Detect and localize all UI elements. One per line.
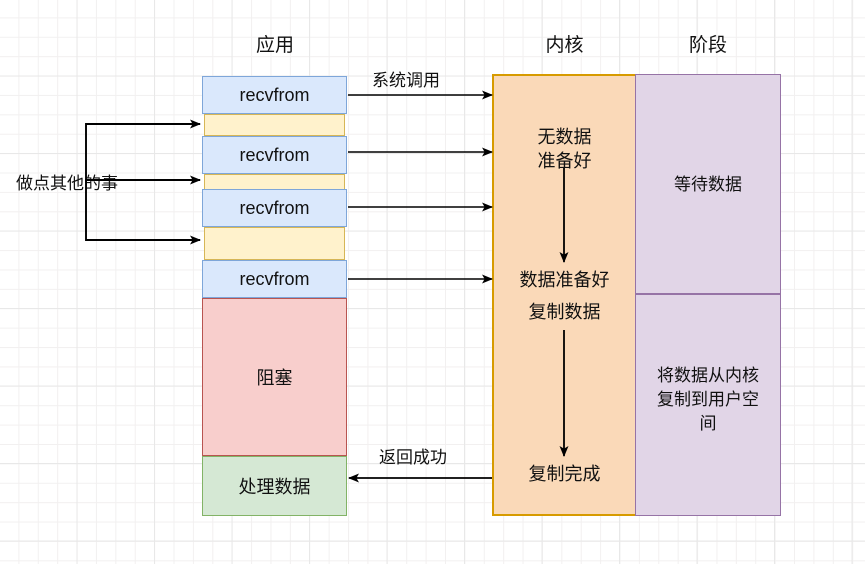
column-header-stage: 阶段 [688, 35, 727, 56]
app-blocked-box[interactable]: 阻塞 [202, 298, 347, 456]
do-other-things-label: 做点其他的事 [16, 174, 118, 193]
column-header-app: 应用 [255, 35, 294, 56]
stage-wait-data-label: 等待数据 [674, 175, 742, 194]
return-success-label: 返回成功 [379, 448, 447, 467]
stage-copy-data-label: 将数据从内核 复制到用户空 间 [657, 366, 759, 433]
app-recvfrom-box-4[interactable]: recvfrom [202, 260, 347, 298]
syscall-label: 系统调用 [372, 71, 440, 90]
app-recvfrom-box-2[interactable]: recvfrom [202, 136, 347, 174]
kernel-no-data-label: 无数据 准备好 [537, 127, 592, 172]
app-recvfrom-box-3[interactable]: recvfrom [202, 189, 347, 227]
kernel-data-ready-label: 数据准备好 [519, 270, 610, 290]
column-header-kernel: 内核 [545, 35, 584, 56]
stage-copy-data-box[interactable] [635, 294, 781, 516]
stage-wait-data-box[interactable] [635, 74, 781, 294]
kernel-copy-data-label: 复制数据 [528, 302, 601, 322]
app-idle-box-3[interactable] [204, 227, 345, 260]
app-recvfrom-box-1[interactable]: recvfrom [202, 76, 347, 114]
app-process-data-box[interactable]: 处理数据 [202, 456, 347, 516]
kernel-copy-done-label: 复制完成 [528, 464, 601, 484]
app-idle-box-1[interactable] [204, 114, 345, 136]
